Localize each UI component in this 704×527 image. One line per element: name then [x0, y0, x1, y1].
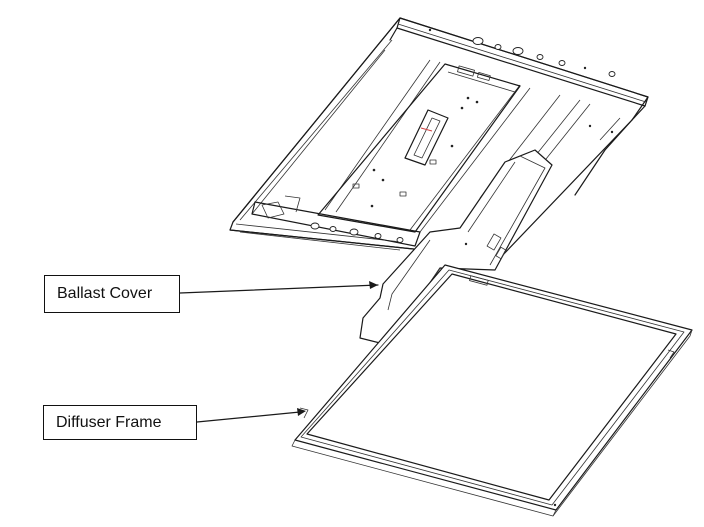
flange-hole-icon — [472, 37, 484, 45]
diffuser-frame-part — [291, 264, 693, 517]
flange-hole-icon — [608, 71, 616, 77]
knockout-hole-icon — [396, 237, 404, 243]
diffuser-frame-leader — [196, 411, 301, 423]
ballast-cover-label: Ballast Cover — [44, 275, 180, 313]
knockout-hole-icon — [329, 226, 337, 232]
arrowhead-icon — [297, 408, 306, 416]
flange-hole-icon — [494, 44, 502, 50]
leader-lines — [179, 281, 379, 423]
ballast-cover-leader — [179, 284, 379, 294]
knockout-hole-icon — [349, 228, 359, 236]
knockout-hole-icon — [310, 222, 320, 230]
diffuser-frame-label: Diffuser Frame — [43, 405, 197, 440]
flange-hole-icon — [512, 47, 524, 55]
troffer-housing — [229, 17, 649, 259]
arrowhead-icon — [369, 281, 378, 289]
flange-hole-icon — [558, 60, 566, 66]
flange-hole-icon — [536, 54, 544, 60]
ballast-cover-label-text: Ballast Cover — [57, 285, 153, 302]
diffuser-frame-label-text: Diffuser Frame — [56, 413, 162, 431]
knockout-hole-icon — [374, 233, 382, 239]
